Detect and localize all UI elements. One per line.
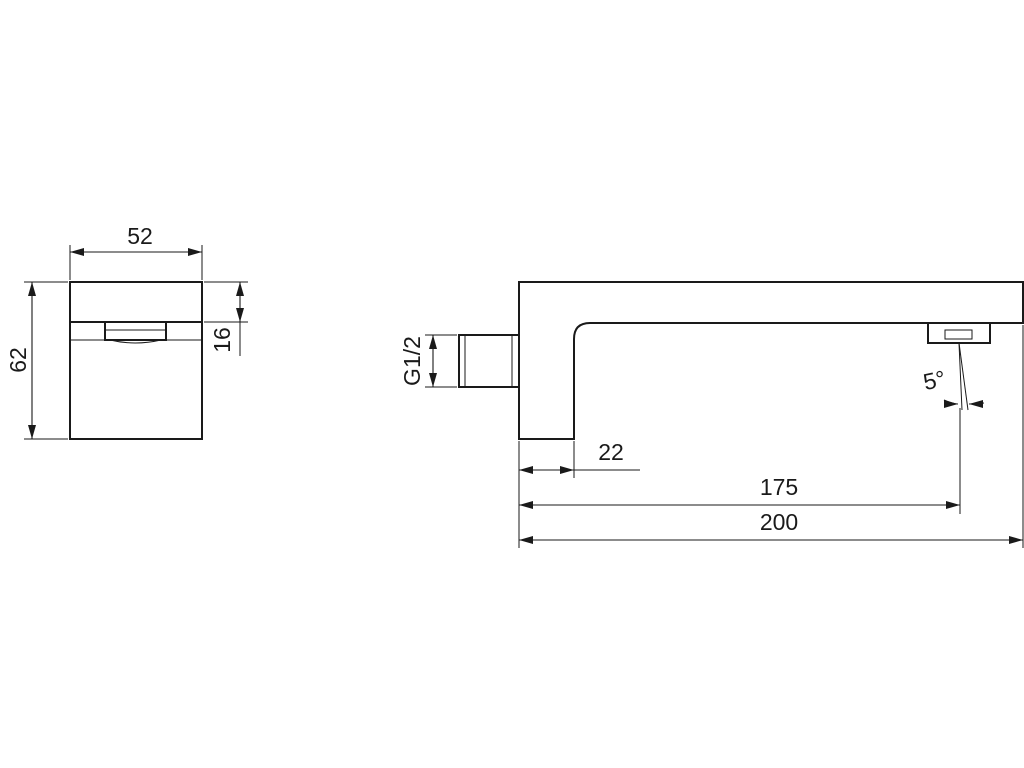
side-view-aerator bbox=[927, 323, 991, 344]
side-view-spout-body bbox=[518, 281, 1024, 440]
dim-175-label: 175 bbox=[760, 474, 798, 500]
angle-5-label: 5° bbox=[921, 365, 948, 395]
dim-52-label: 52 bbox=[127, 223, 153, 249]
angle-ref-vertical bbox=[958, 342, 963, 411]
dim-62-label: 62 bbox=[5, 347, 31, 373]
angle-arrow-right bbox=[968, 399, 985, 408]
dim-16-label: 16 bbox=[209, 327, 235, 353]
front-view-outlet-inner bbox=[109, 339, 162, 344]
angle-arrow-left bbox=[943, 399, 959, 408]
front-view-body bbox=[69, 281, 203, 440]
side-view-thread-connector bbox=[458, 334, 520, 388]
dim-200-label: 200 bbox=[760, 509, 798, 535]
dim-22-label: 22 bbox=[598, 439, 624, 465]
front-view: 52 62 16 bbox=[5, 223, 248, 440]
dim-g12-label: G1/2 bbox=[399, 336, 425, 386]
side-view-aerator-slot bbox=[944, 329, 973, 340]
side-view: G1/2 5° 22 175 200 bbox=[399, 281, 1024, 548]
angle-ref-tilted bbox=[958, 342, 969, 411]
front-view-outlet bbox=[104, 322, 167, 341]
